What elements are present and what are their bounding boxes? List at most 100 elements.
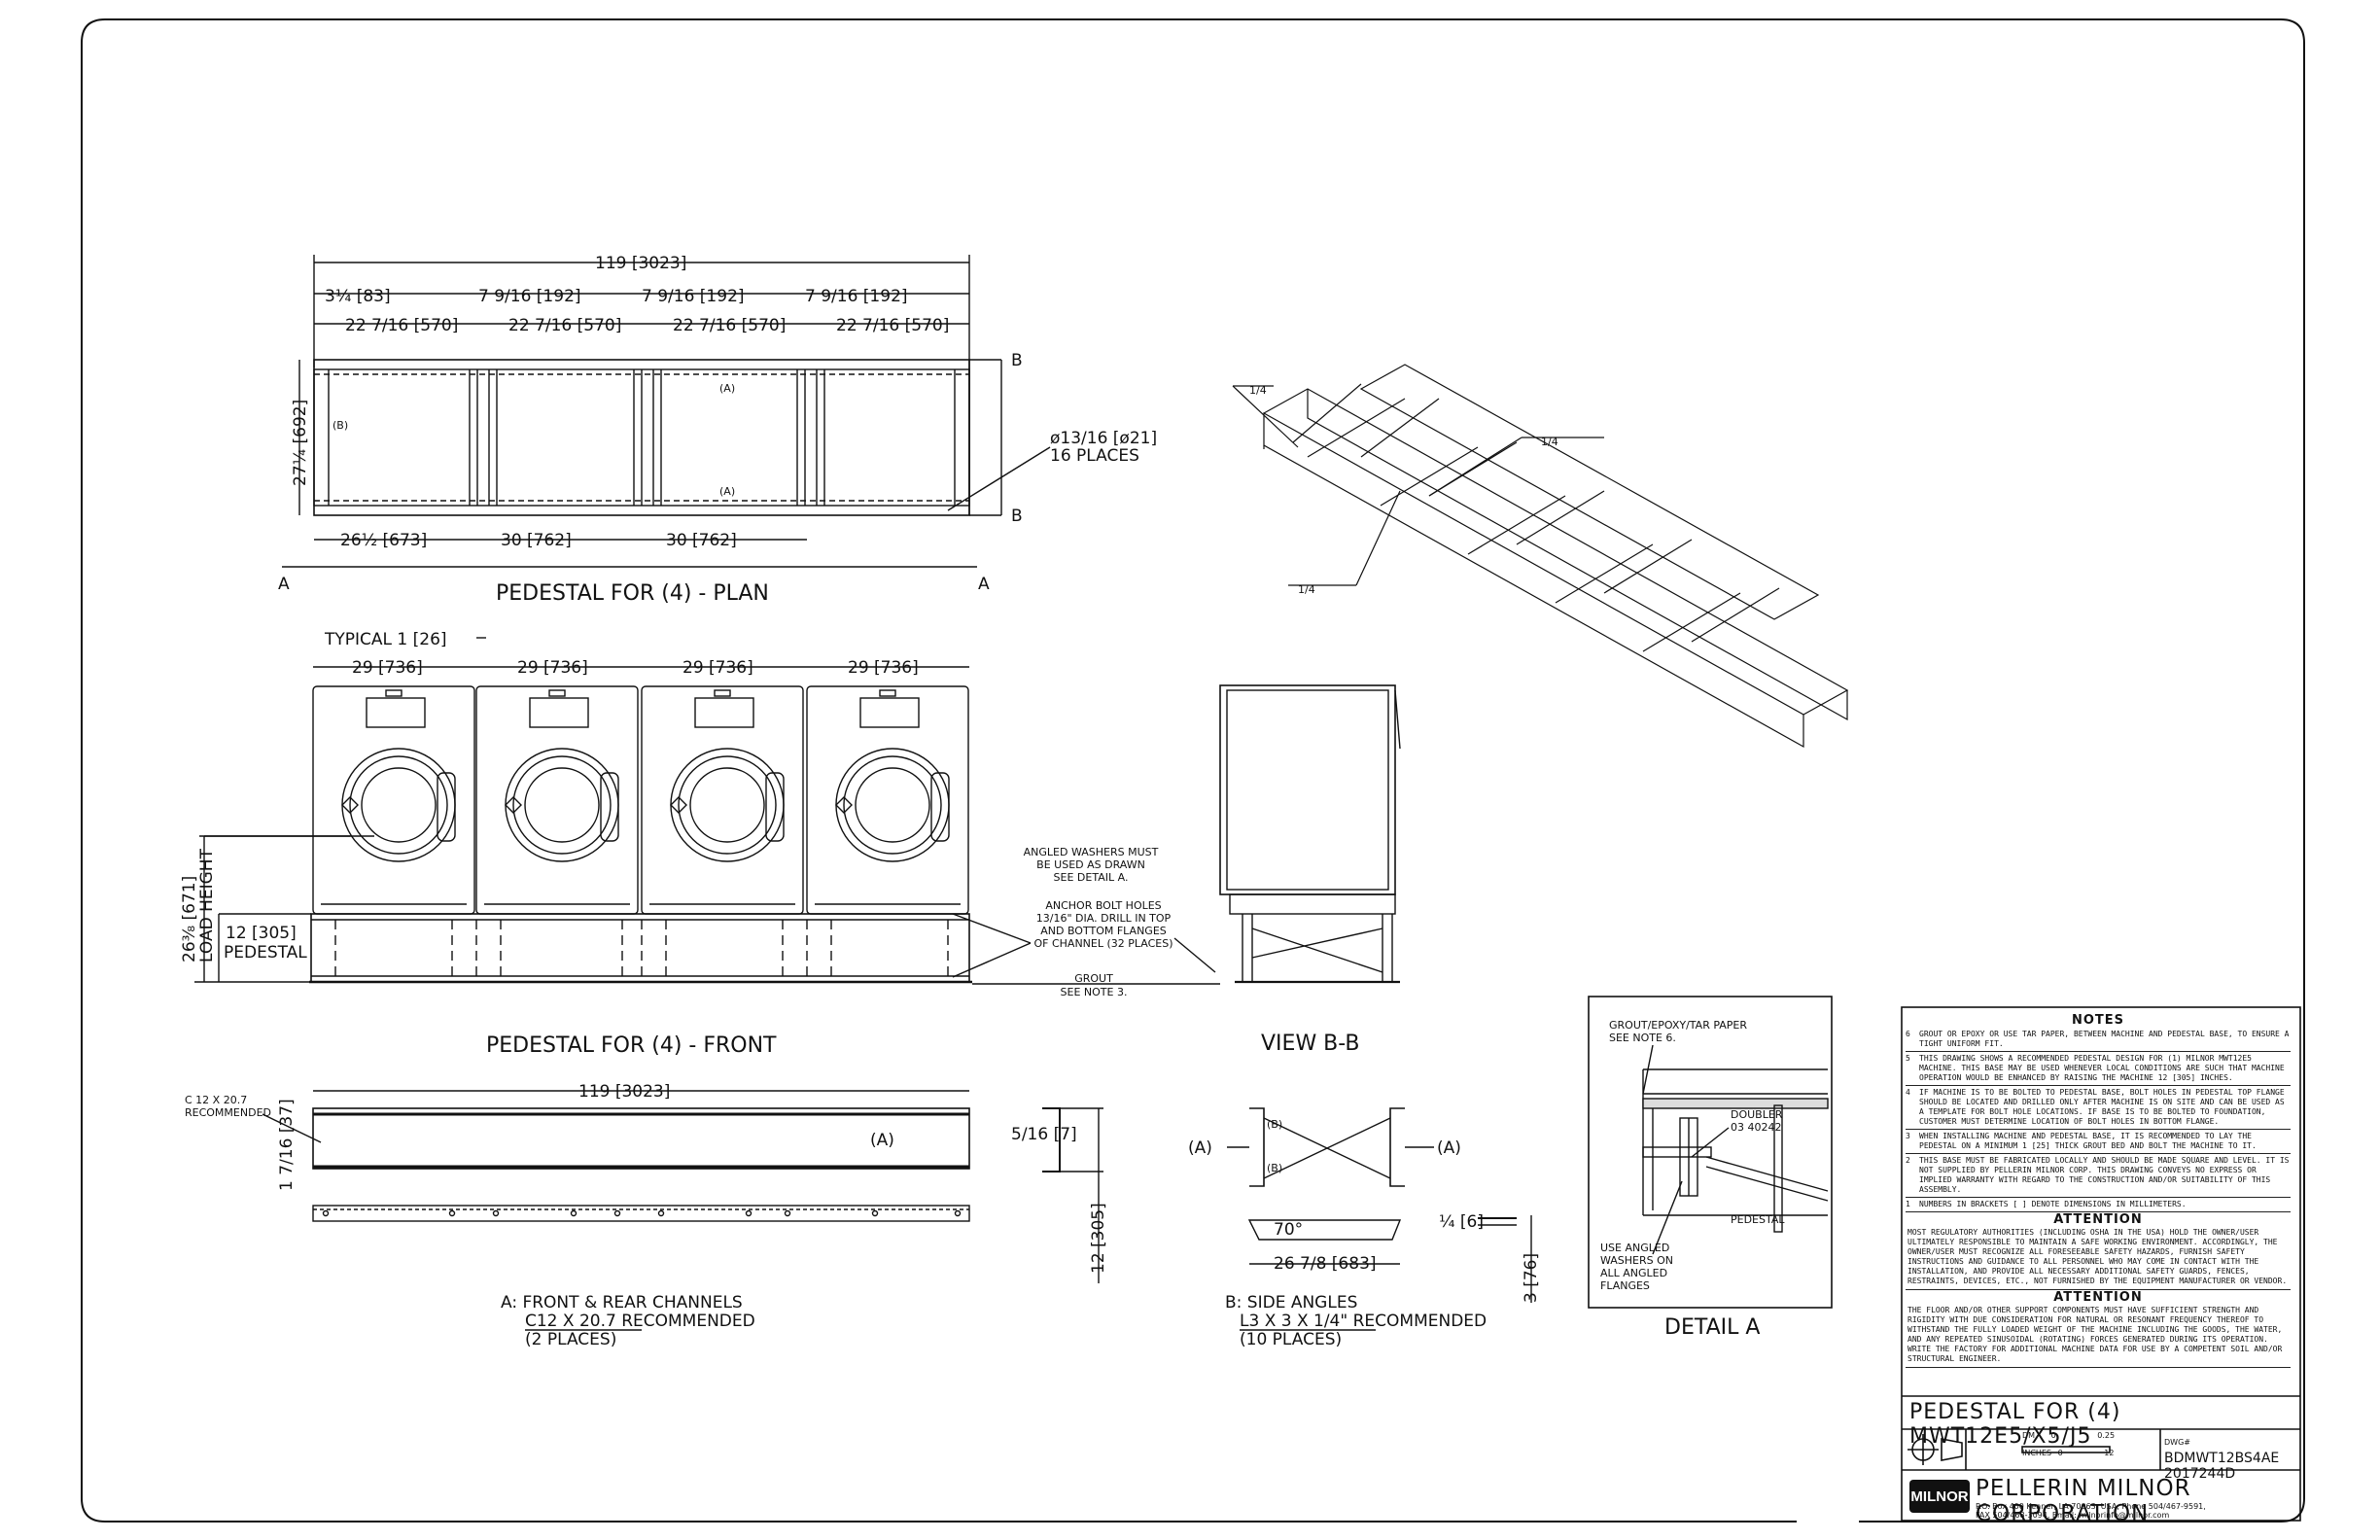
channel-hole — [657, 1209, 665, 1217]
washer-machine — [475, 685, 639, 915]
channel-flange-dim: 1 7/16 [37] — [277, 1099, 297, 1191]
plan-top-dim-2: 7 9/16 [192] — [642, 287, 745, 306]
sheet-border — [81, 18, 2305, 1522]
angle-detail: (A) (A) (B) (B) 70° 26 7/8 [683] ¼ [6] 3… — [1188, 1107, 1541, 1349]
front-load-height-2: LOAD HEIGHT — [197, 848, 217, 962]
detail-grout-1: GROUT/EPOXY/TAR PAPER — [1609, 1019, 1747, 1032]
washer-machine — [806, 685, 969, 915]
front-note-anchor-4: OF CHANNEL (32 PLACES) — [1033, 937, 1172, 950]
note-number: 3 — [1906, 1132, 1910, 1140]
scale-zero-in: 0 — [2057, 1449, 2063, 1457]
dwg-label: DWG# — [2164, 1438, 2190, 1447]
note-item: 3 When installing machine and pedestal ba… — [1906, 1130, 2291, 1154]
channel-hole — [784, 1209, 791, 1217]
detail-a: GROUT/EPOXY/TAR PAPER SEE NOTE 6. DOUBLE… — [1588, 996, 1833, 1340]
washer-machine — [312, 685, 475, 915]
note-number: 5 — [1906, 1054, 1910, 1063]
channel-caption-2: C12 X 20.7 RECOMMENDED — [525, 1312, 755, 1331]
attention-2-header: ATTENTION — [2053, 1290, 2143, 1305]
dwg-number: BDMWT12BS4AE — [2164, 1451, 2280, 1466]
note-item: 6 Grout or epoxy or use tar paper, betwee… — [1906, 1028, 2291, 1052]
note-text: When installing machine and pedestal bas… — [1919, 1132, 2257, 1150]
isometric-frame: 1/4 1/4 1/4 — [1232, 364, 1849, 749]
plan-bay-dim-1: 22 7/16 [570] — [508, 316, 621, 335]
plan-bottom-dim-0: 26½ [673] — [340, 531, 427, 550]
angle-caption-1: B: SIDE ANGLES — [1225, 1293, 1357, 1312]
note-text: Numbers in brackets [ ] denote dimension… — [1919, 1200, 2187, 1208]
plan-section-a-left: A — [278, 575, 290, 594]
attention-1-header: ATTENTION — [2053, 1212, 2143, 1227]
note-number: 2 — [1906, 1156, 1910, 1165]
angle-caption-2: L3 X 3 X 1/4" RECOMMENDED — [1240, 1312, 1487, 1331]
weld-symbol-2: 1/4 — [1541, 436, 1558, 448]
plan-top-dim-1: 7 9/16 [192] — [478, 287, 581, 306]
detail-washers-1: USE ANGLED — [1600, 1242, 1669, 1254]
detail-doubler-2: 03 40242 — [1731, 1121, 1782, 1134]
address-line-1: P.O. Box 400 Kenner, LA 70063, USA, Phon… — [1976, 1502, 2206, 1511]
channel-detail: C 12 X 20.7 RECOMMENDED 119 [3023] (A) 1… — [185, 1082, 1108, 1349]
note-text: This drawing shows a recommended pedesta… — [1919, 1054, 2285, 1082]
plan-section-b-bottom: B — [1011, 507, 1023, 526]
note-item: 4If machine is to be bolted to pedestal … — [1906, 1086, 2291, 1130]
angle-marker-right: (A) — [1437, 1138, 1461, 1158]
front-load-height-1: 26⅜ [671] — [180, 876, 199, 962]
weld-symbol-1: 1/4 — [1249, 384, 1267, 397]
channel-hole — [492, 1209, 500, 1217]
channel-hole — [322, 1209, 330, 1217]
front-note-washers-1: ANGLED WASHERS MUST — [1024, 846, 1159, 858]
note-number: 4 — [1906, 1088, 1910, 1097]
title-block-scale: DM 0 0.25 INCHES 0 12 — [2022, 1431, 2158, 1457]
plan-marker-a-bottom: (A) — [719, 485, 735, 498]
detail-washers-3: ALL ANGLED — [1600, 1267, 1667, 1279]
front-view: TYPICAL 1 [26] 29 [736] 29 [736] 29 [736… — [180, 630, 1220, 1058]
front-note-anchor-1: ANCHOR BOLT HOLES — [1045, 899, 1161, 912]
channel-length-dim: 119 [3023] — [578, 1082, 670, 1102]
plan-marker-b: (B) — [332, 419, 348, 432]
plan-top-dim-0: 3¼ [83] — [325, 287, 391, 306]
view-bb-title: VIEW B-B — [1261, 1032, 1360, 1056]
angle-thick-dim: ¼ [6] — [1439, 1212, 1484, 1232]
scale-zero: 0 — [2050, 1431, 2056, 1440]
front-width-0: 29 [736] — [352, 658, 423, 678]
plan-hole-note-2: 16 PLACES — [1050, 446, 1139, 466]
note-item: 1Numbers in brackets [ ] denote dimensio… — [1906, 1198, 2291, 1212]
plan-bay-dim-0: 22 7/16 [570] — [345, 316, 458, 335]
plan-hole-note-1: ø13/16 [ø21] — [1050, 429, 1157, 448]
front-note-washers-2: BE USED AS DRAWN — [1036, 858, 1145, 871]
angle-marker-left: (A) — [1188, 1138, 1212, 1158]
note-item: 2This base must be fabricated locally an… — [1906, 1154, 2291, 1198]
front-pedestal-height-1: 12 [305] — [226, 924, 297, 943]
front-note-washers-3: SEE DETAIL A. — [1054, 871, 1129, 884]
channel-height-dim: 12 [305] — [1089, 1203, 1108, 1274]
channel-web-dim: 5/16 [7] — [1011, 1125, 1077, 1144]
plan-top-dim-3: 7 9/16 [192] — [805, 287, 908, 306]
plan-section-b-top: B — [1011, 351, 1023, 370]
scale-dm: DM — [2022, 1431, 2036, 1440]
channel-hole — [570, 1209, 578, 1217]
notes-panel: NOTES 6Grout or epoxy or use tar paper, … — [1906, 1013, 2291, 1394]
front-note-grout-2: SEE NOTE 3. — [1061, 986, 1128, 998]
channel-hole — [745, 1209, 752, 1217]
front-note-anchor-3: AND BOTTOM FLANGES — [1040, 925, 1167, 937]
front-note-grout-1: GROUT — [1074, 972, 1113, 985]
detail-washers-4: FLANGES — [1600, 1279, 1650, 1292]
detail-doubler-1: DOUBLER — [1731, 1108, 1783, 1121]
weld-symbol-3: 1/4 — [1298, 583, 1315, 596]
plan-depth-dim: 27¼ [692] — [291, 400, 310, 486]
title-block-dwg: DWG# BDMWT12BS4AE 2017244D — [2164, 1433, 2291, 1482]
note-text: Grout or epoxy or use tar paper, between… — [1919, 1030, 2290, 1048]
note-number: 6 — [1906, 1030, 1910, 1038]
attention-1-text: Most regulatory authorities (including O… — [1906, 1227, 2291, 1290]
channel-marker: (A) — [870, 1131, 894, 1150]
plan-bottom-dim-1: 30 [762] — [501, 531, 572, 550]
channel-hole — [613, 1209, 621, 1217]
channel-callout-2: RECOMMENDED — [185, 1106, 271, 1119]
detail-title: DETAIL A — [1664, 1315, 1760, 1340]
plan-overall-dim: 119 [3023] — [595, 254, 686, 273]
angle-marker-b-top: (B) — [1267, 1118, 1282, 1131]
channel-callout-1: C 12 X 20.7 — [185, 1094, 247, 1106]
channel-hole — [448, 1209, 456, 1217]
front-width-3: 29 [736] — [848, 658, 919, 678]
channel-caption-3: (2 PLACES) — [525, 1330, 616, 1349]
